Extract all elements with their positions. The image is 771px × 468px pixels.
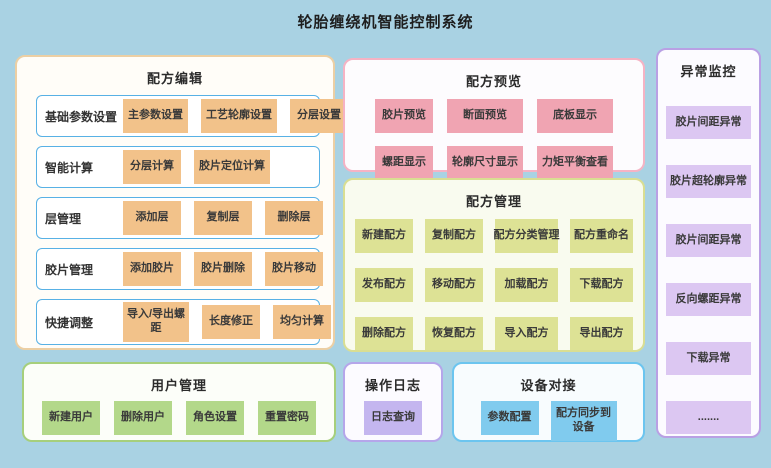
layer-calc-button[interactable]: 分层计算: [123, 150, 181, 184]
operation-log-buttons: 日志查询: [345, 401, 441, 435]
add-film-button[interactable]: 添加胶片: [123, 252, 181, 286]
download-recipe-button[interactable]: 下载配方: [570, 267, 633, 302]
new-recipe-button[interactable]: 新建配方: [355, 219, 413, 253]
panel-recipe-edit: 配方编辑 基础参数设置 主参数设置 工艺轮廓设置 分层设置 智能计算 分层计算 …: [15, 55, 348, 350]
restore-recipe-button[interactable]: 恢复配方: [425, 316, 483, 351]
panel-exception-monitor: 异常监控 胶片间距异常 胶片超轮廓异常 胶片间距异常 反向螺距异常 下载异常 .…: [656, 48, 761, 438]
row-buttons: 添加层 复制层 删除层: [123, 201, 323, 235]
film-gap-exception-button-2[interactable]: 胶片间距异常: [666, 224, 751, 257]
row-label: 层管理: [45, 211, 82, 226]
import-export-pitch-button[interactable]: 导入/导出螺距: [123, 302, 189, 342]
more-exceptions-button[interactable]: .......: [666, 401, 751, 434]
role-settings-button[interactable]: 角色设置: [186, 401, 244, 435]
row-buttons: 分层计算 胶片定位计算: [123, 150, 311, 184]
row-buttons: 添加胶片 胶片删除 胶片移动: [123, 252, 323, 286]
param-config-button[interactable]: 参数配置: [480, 401, 539, 435]
log-query-button[interactable]: 日志查询: [364, 401, 422, 435]
download-exception-button[interactable]: 下载异常: [666, 342, 751, 375]
section-preview-button[interactable]: 断面预览: [447, 99, 523, 133]
row-film-manage: 胶片管理 添加胶片 胶片删除 胶片移动: [36, 248, 323, 290]
process-profile-button[interactable]: 工艺轮廓设置: [201, 99, 277, 133]
layering-settings-button[interactable]: 分层设置: [290, 99, 348, 133]
film-preview-button[interactable]: 胶片预览: [375, 99, 433, 133]
export-recipe-button[interactable]: 导出配方: [570, 316, 633, 351]
page-title: 轮胎缠绕机智能控制系统: [297, 14, 474, 31]
profile-size-display-button[interactable]: 轮廓尺寸显示: [447, 145, 523, 180]
import-recipe-button[interactable]: 导入配方: [495, 316, 558, 351]
recipe-edit-rows: 基础参数设置 主参数设置 工艺轮廓设置 分层设置 智能计算 分层计算 胶片定位计…: [36, 95, 348, 345]
pitch-display-button[interactable]: 螺距显示: [375, 145, 433, 180]
panel-recipe-preview-title: 配方预览: [465, 74, 522, 89]
move-film-button[interactable]: 胶片移动: [265, 252, 323, 286]
row-smart-calc: 智能计算 分层计算 胶片定位计算: [36, 146, 320, 188]
copy-recipe-button[interactable]: 复制配方: [425, 219, 483, 253]
row-label: 胶片管理: [45, 262, 94, 277]
length-correction-button[interactable]: 长度修正: [202, 305, 260, 339]
film-over-profile-exception-button[interactable]: 胶片超轮廓异常: [666, 165, 751, 198]
panel-device-connect: 设备对接 参数配置 配方同步到设备: [452, 362, 645, 442]
delete-user-button[interactable]: 删除用户: [114, 401, 172, 435]
recipe-preview-buttons: 胶片预览 断面预览 底板显示 螺距显示 轮廓尺寸显示 力矩平衡查看: [345, 99, 643, 180]
row-buttons: 主参数设置 工艺轮廓设置 分层设置: [123, 99, 348, 133]
row-basic-params: 基础参数设置 主参数设置 工艺轮廓设置 分层设置: [36, 95, 348, 137]
add-layer-button[interactable]: 添加层: [123, 201, 181, 235]
panel-device-connect-title: 设备对接: [520, 378, 577, 393]
main-params-button[interactable]: 主参数设置: [123, 99, 188, 133]
panel-recipe-manage: 配方管理 新建配方 复制配方 配方分类管理 配方重命名 发布配方 移动配方 加载…: [343, 178, 645, 352]
row-label: 智能计算: [45, 160, 94, 175]
rename-recipe-button[interactable]: 配方重命名: [570, 219, 633, 253]
new-user-button[interactable]: 新建用户: [42, 401, 100, 435]
delete-recipe-button[interactable]: 删除配方: [355, 316, 413, 351]
row-label: 基础参数设置: [45, 109, 118, 124]
publish-recipe-button[interactable]: 发布配方: [355, 267, 413, 302]
panel-recipe-manage-title: 配方管理: [465, 194, 522, 209]
film-gap-exception-button[interactable]: 胶片间距异常: [666, 106, 751, 139]
panel-exception-monitor-title: 异常监控: [680, 64, 737, 79]
panel-recipe-preview: 配方预览 胶片预览 断面预览 底板显示 螺距显示 轮廓尺寸显示 力矩平衡查看: [343, 58, 645, 180]
row-buttons: 导入/导出螺距 长度修正 均匀计算: [123, 302, 331, 342]
panel-recipe-edit-title: 配方编辑: [146, 71, 203, 86]
user-manage-buttons: 新建用户 删除用户 角色设置 重置密码: [24, 401, 334, 435]
exception-buttons: 胶片间距异常 胶片超轮廓异常 胶片间距异常 反向螺距异常 下载异常 ......…: [658, 106, 759, 434]
recipe-sync-to-device-button[interactable]: 配方同步到设备: [550, 401, 617, 441]
reverse-pitch-exception-button[interactable]: 反向螺距异常: [666, 283, 751, 316]
torque-balance-view-button[interactable]: 力矩平衡查看: [537, 145, 613, 180]
panel-user-manage-title: 用户管理: [150, 378, 207, 393]
recipe-manage-buttons: 新建配方 复制配方 配方分类管理 配方重命名 发布配方 移动配方 加载配方 下载…: [355, 219, 633, 351]
delete-layer-button[interactable]: 删除层: [265, 201, 323, 235]
uniform-calc-button[interactable]: 均匀计算: [273, 305, 331, 339]
recipe-category-manage-button[interactable]: 配方分类管理: [494, 219, 560, 253]
row-label: 快捷调整: [45, 315, 94, 330]
row-quick-adjust: 快捷调整 导入/导出螺距 长度修正 均匀计算: [36, 299, 331, 345]
move-recipe-button[interactable]: 移动配方: [425, 267, 483, 302]
copy-layer-button[interactable]: 复制层: [194, 201, 252, 235]
baseplate-display-button[interactable]: 底板显示: [537, 99, 613, 133]
load-recipe-button[interactable]: 加载配方: [495, 267, 558, 302]
delete-film-button[interactable]: 胶片删除: [194, 252, 252, 286]
panel-operation-log-title: 操作日志: [364, 378, 421, 393]
panel-operation-log: 操作日志 日志查询: [343, 362, 443, 442]
panel-user-manage: 用户管理 新建用户 删除用户 角色设置 重置密码: [22, 362, 336, 442]
film-position-calc-button[interactable]: 胶片定位计算: [194, 150, 270, 184]
device-connect-buttons: 参数配置 配方同步到设备: [454, 401, 643, 441]
row-layer-manage: 层管理 添加层 复制层 删除层: [36, 197, 323, 239]
reset-password-button[interactable]: 重置密码: [258, 401, 316, 435]
